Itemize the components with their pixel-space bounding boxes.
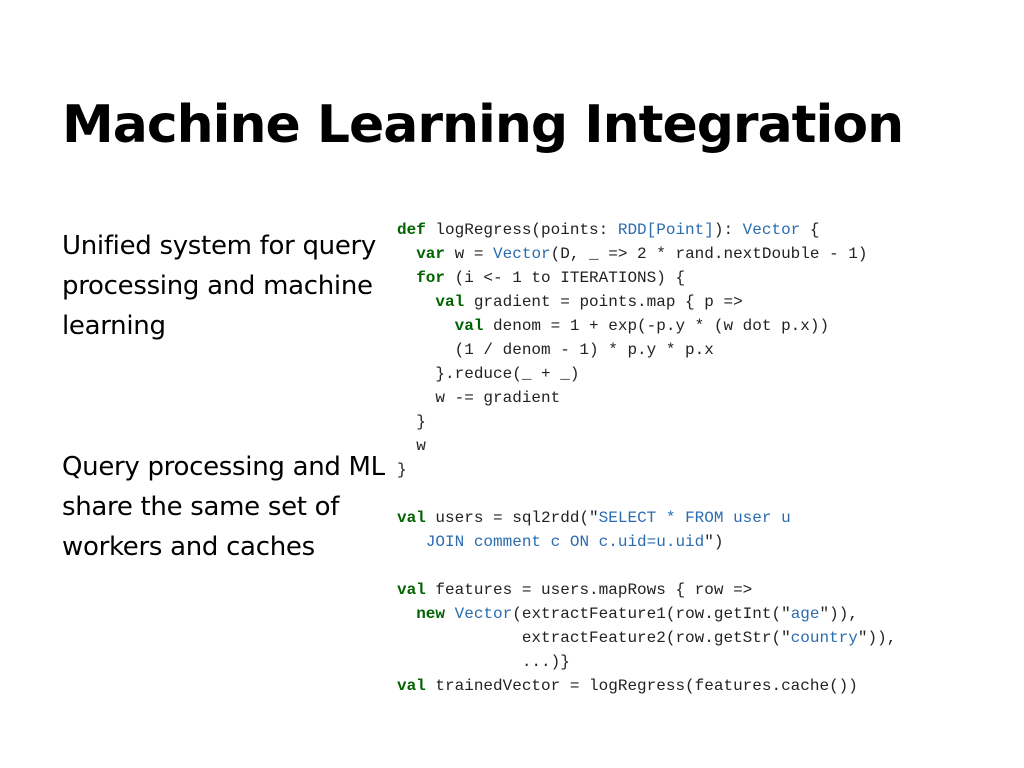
- code-line: new Vector(extractFeature1(row.getInt("a…: [416, 605, 858, 623]
- code-line: def logRegress(points: RDD[Point]): Vect…: [397, 221, 820, 239]
- code-line: ...)}: [397, 653, 570, 671]
- code-line: }: [397, 413, 426, 431]
- bullet-text-1: Unified system for query processing and …: [62, 231, 377, 341]
- code-line: extractFeature2(row.getStr("country")),: [397, 629, 897, 647]
- code-line: w: [397, 437, 426, 455]
- code-line: (1 / denom - 1) * p.y * p.x: [397, 341, 714, 359]
- code-block: def logRegress(points: RDD[Point]): Vect…: [397, 218, 896, 698]
- slide-title: Machine Learning Integration: [62, 95, 904, 155]
- code-line: val trainedVector = logRegress(features.…: [397, 677, 858, 695]
- code-line: var w = Vector(D, _ => 2 * rand.nextDoub…: [416, 245, 868, 263]
- code-line: }: [397, 461, 407, 479]
- code-line: [397, 482, 896, 506]
- code-line: w -= gradient: [397, 389, 561, 407]
- bullet-text-2: Query processing and ML share the same s…: [62, 452, 385, 562]
- code-line: [397, 554, 896, 578]
- code-line: val gradient = points.map { p =>: [435, 293, 743, 311]
- code-line: for (i <- 1 to ITERATIONS) {: [416, 269, 686, 287]
- code-line: }.reduce(_ + _): [397, 365, 580, 383]
- code-line: val denom = 1 + exp(-p.y * (w dot p.x)): [454, 317, 830, 335]
- code-line: val users = sql2rdd("SELECT * FROM user …: [397, 509, 791, 527]
- code-line: val features = users.mapRows { row =>: [397, 581, 753, 599]
- code-line: JOIN comment c ON c.uid=u.uid"): [425, 533, 724, 551]
